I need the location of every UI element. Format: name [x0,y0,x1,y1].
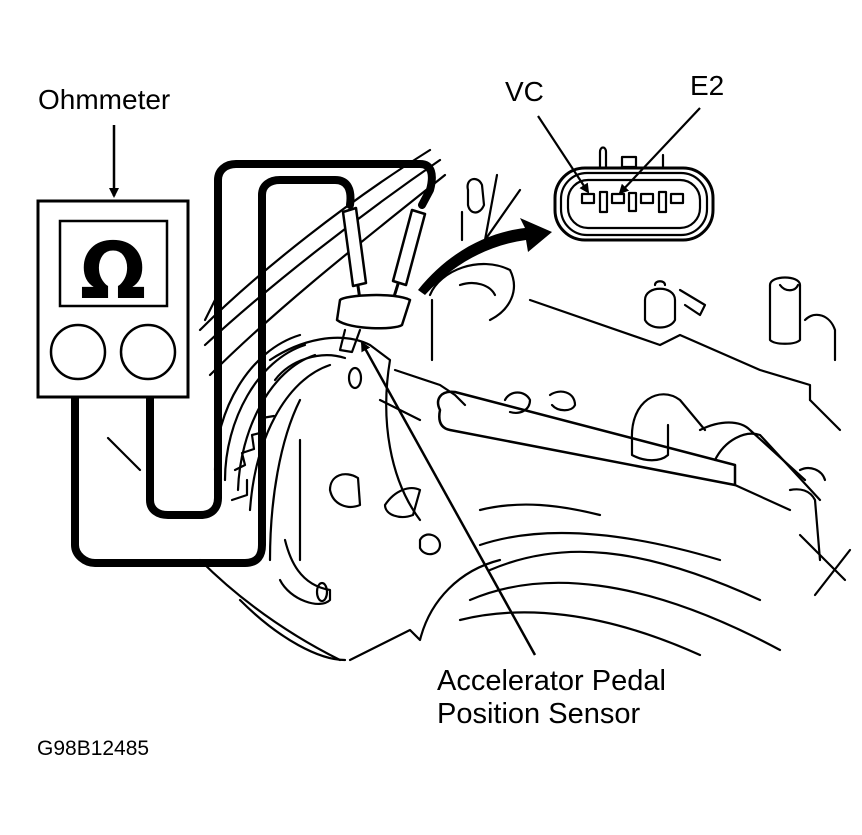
sensor-connector [335,293,412,354]
figure-code: G98B12485 [37,737,150,760]
omega-symbol: Ω [80,227,146,317]
test-probes [341,206,427,302]
sketch-line [106,436,142,472]
connector-icon [537,107,715,242]
vc-terminal-label: VC [505,76,544,107]
sensor-label-line2: Position Sensor [437,698,641,730]
meter-leads [71,160,436,567]
ohmmeter-label: Ohmmeter [38,84,171,115]
sensor-icon [360,341,537,656]
callout-arrow [418,218,552,295]
sensor-label: Accelerator Pedal Position Sensor [437,665,666,731]
engine-sketch [198,148,852,662]
e2-terminal-label: E2 [690,70,725,101]
ohmmeter-icon: Ω [36,125,190,399]
sensor-label-line1: Accelerator Pedal [437,665,666,697]
